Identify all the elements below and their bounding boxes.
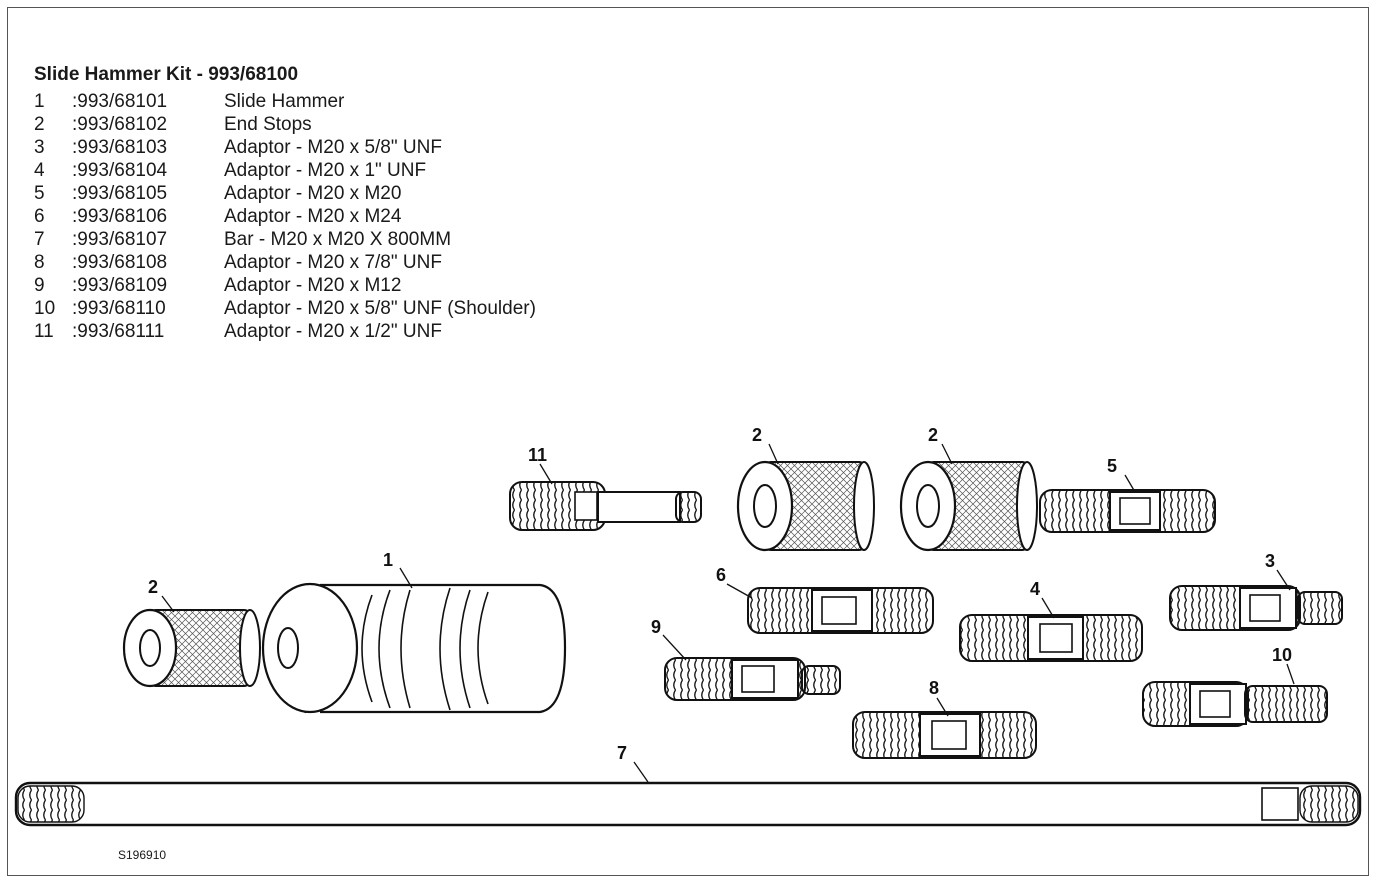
- part-number: 3: [34, 137, 45, 158]
- part-code: :993/68104: [72, 160, 168, 181]
- adaptor-8: [852, 711, 1037, 759]
- part-code: :993/68103: [72, 137, 168, 158]
- part-code: :993/68109: [72, 275, 168, 296]
- part-code: :993/68110: [72, 298, 166, 319]
- part-description: Adaptor - M20 x 5/8" UNF: [224, 137, 442, 158]
- part-number: 5: [34, 183, 45, 204]
- part-code: :993/68108: [72, 252, 168, 273]
- part-description: Adaptor - M20 x 5/8" UNF (Shoulder): [224, 298, 536, 319]
- parts-list-row: 6 :993/68106 Adaptor - M20 x M24: [34, 205, 536, 228]
- parts-list-row: 5 :993/68105 Adaptor - M20 x M20: [34, 182, 536, 205]
- callout-8: 8: [929, 678, 939, 698]
- leader-lines: [161, 443, 1295, 783]
- part-description: Adaptor - M20 x 1" UNF: [224, 160, 427, 181]
- callout-1: 1: [383, 550, 393, 570]
- part-number: 7: [34, 229, 45, 250]
- slide-hammer: [261, 582, 567, 714]
- part-number: 1: [34, 91, 45, 112]
- part-code: :993/68102: [72, 114, 168, 135]
- callout-2-right: 2: [928, 425, 938, 445]
- part-number: 8: [34, 252, 45, 273]
- part-code: :993/68105: [72, 183, 168, 204]
- part-description: Adaptor - M20 x M20: [224, 183, 402, 204]
- callout-4: 4: [1030, 579, 1040, 599]
- part-description: End Stops: [224, 114, 312, 135]
- part-number: 4: [34, 160, 45, 181]
- parts-list-row: 7 :993/68107 Bar - M20 x M20 X 800MM: [34, 228, 536, 251]
- part-number: 2: [34, 114, 45, 135]
- callout-2-left: 2: [148, 577, 158, 597]
- part-description: Adaptor - M20 x 1/2" UNF: [224, 321, 442, 342]
- part-description: Bar - M20 x M20 X 800MM: [224, 229, 452, 250]
- part-number: 11: [34, 321, 54, 342]
- part-description: Adaptor - M20 x M24: [224, 206, 402, 227]
- part-number: 10: [34, 298, 56, 319]
- parts-list: 1 :993/68101 Slide Hammer 2 :993/68102 End S…: [34, 90, 536, 343]
- part-description: Slide Hammer: [224, 91, 345, 112]
- callout-9: 9: [651, 617, 661, 637]
- part-code: :993/68107: [72, 229, 168, 250]
- adaptor-10: [1142, 681, 1328, 727]
- adaptor-6: [747, 587, 934, 634]
- part-description: Adaptor - M20 x 7/8" UNF: [224, 252, 442, 273]
- callout-3: 3: [1265, 551, 1275, 571]
- parts-list-row: 11 :993/68111 Adaptor - M20 x 1/2" UNF: [34, 320, 536, 343]
- part-number: 9: [34, 275, 45, 296]
- parts-list-row: 3 :993/68103 Adaptor - M20 x 5/8" UNF: [34, 136, 536, 159]
- adaptor-9: [664, 657, 841, 701]
- part-number: 6: [34, 206, 45, 227]
- part-description: Adaptor - M20 x M12: [224, 275, 402, 296]
- parts-list-row: 9 :993/68109 Adaptor - M20 x M12: [34, 274, 536, 297]
- parts-list-row: 2 :993/68102 End Stops: [34, 113, 536, 136]
- part-code: :993/68106: [72, 206, 168, 227]
- adaptor-3: [1169, 585, 1343, 631]
- end-stop-middle: [736, 460, 875, 552]
- parts-list-row: 4 :993/68104 Adaptor - M20 x 1" UNF: [34, 159, 536, 182]
- adaptor-5: [1039, 489, 1216, 533]
- callout-5: 5: [1107, 456, 1117, 476]
- drawing-frame: [7, 7, 1369, 876]
- callout-6: 6: [716, 565, 726, 585]
- parts-list-row: 8 :993/68108 Adaptor - M20 x 7/8" UNF: [34, 251, 536, 274]
- part-code: :993/68111: [72, 321, 165, 342]
- adaptor-4: [959, 614, 1143, 662]
- callout-11: 11: [528, 445, 547, 465]
- bar-800mm: [14, 781, 1362, 827]
- figure-reference: S196910: [118, 848, 167, 862]
- callout-2-middle: 2: [752, 425, 762, 445]
- kit-title: Slide Hammer Kit - 993/68100: [34, 64, 299, 85]
- part-code: :993/68101: [72, 91, 168, 112]
- adaptor-11: [509, 481, 702, 531]
- callout-10: 10: [1272, 645, 1292, 665]
- callout-7: 7: [617, 743, 627, 763]
- parts-list-row: 10 :993/68110 Adaptor - M20 x 5/8" UNF (Sh…: [34, 297, 536, 320]
- parts-list-row: 1 :993/68101 Slide Hammer: [34, 90, 536, 113]
- end-stop-right: [899, 460, 1038, 552]
- end-stop-left: [122, 608, 261, 688]
